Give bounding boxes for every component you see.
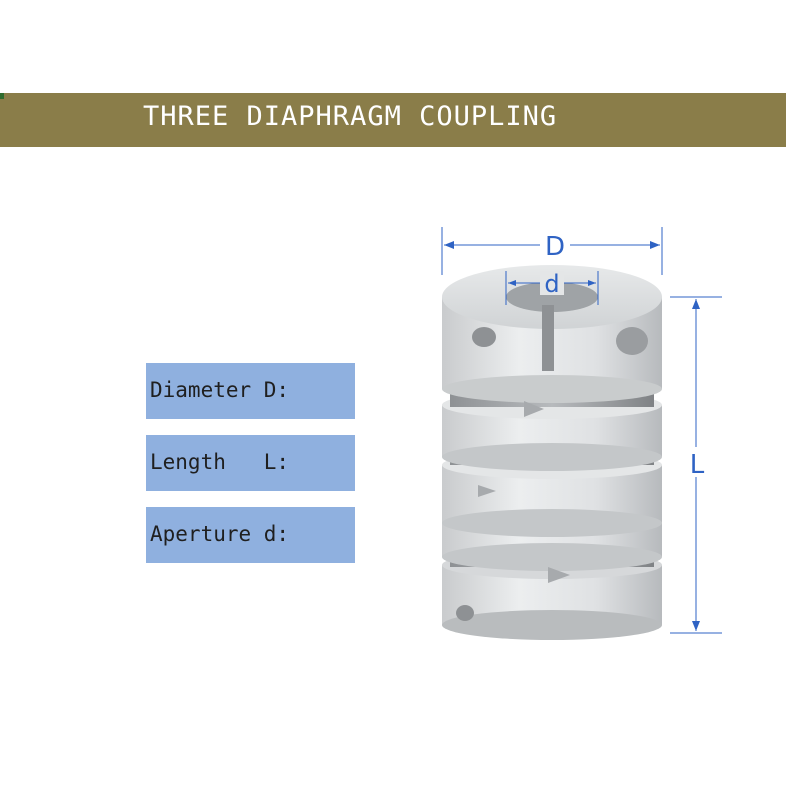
spec-box-aperture: Aperture d: [146, 507, 355, 563]
spec-label-diameter: Diameter D: [150, 378, 290, 402]
banner-title: THREE DIAPHRAGM COUPLING [143, 101, 558, 132]
spec-label-length: Length L: [150, 450, 290, 474]
dimension-d: d [505, 270, 599, 305]
dimension-D: D [441, 227, 663, 275]
dim-label-d: d [544, 270, 559, 298]
banner-accent-mark [0, 93, 4, 99]
spec-box-diameter: Diameter D: [146, 363, 355, 419]
spec-box-length: Length L: [146, 435, 355, 491]
dim-label-D: D [545, 232, 565, 262]
coupling-body [442, 265, 662, 640]
dim-label-L: L [690, 450, 705, 480]
dimension-L: L [670, 296, 722, 634]
title-banner: THREE DIAPHRAGM COUPLING [0, 93, 786, 147]
spec-label-aperture: Aperture d: [150, 522, 290, 546]
coupling-illustration: D [441, 227, 722, 640]
